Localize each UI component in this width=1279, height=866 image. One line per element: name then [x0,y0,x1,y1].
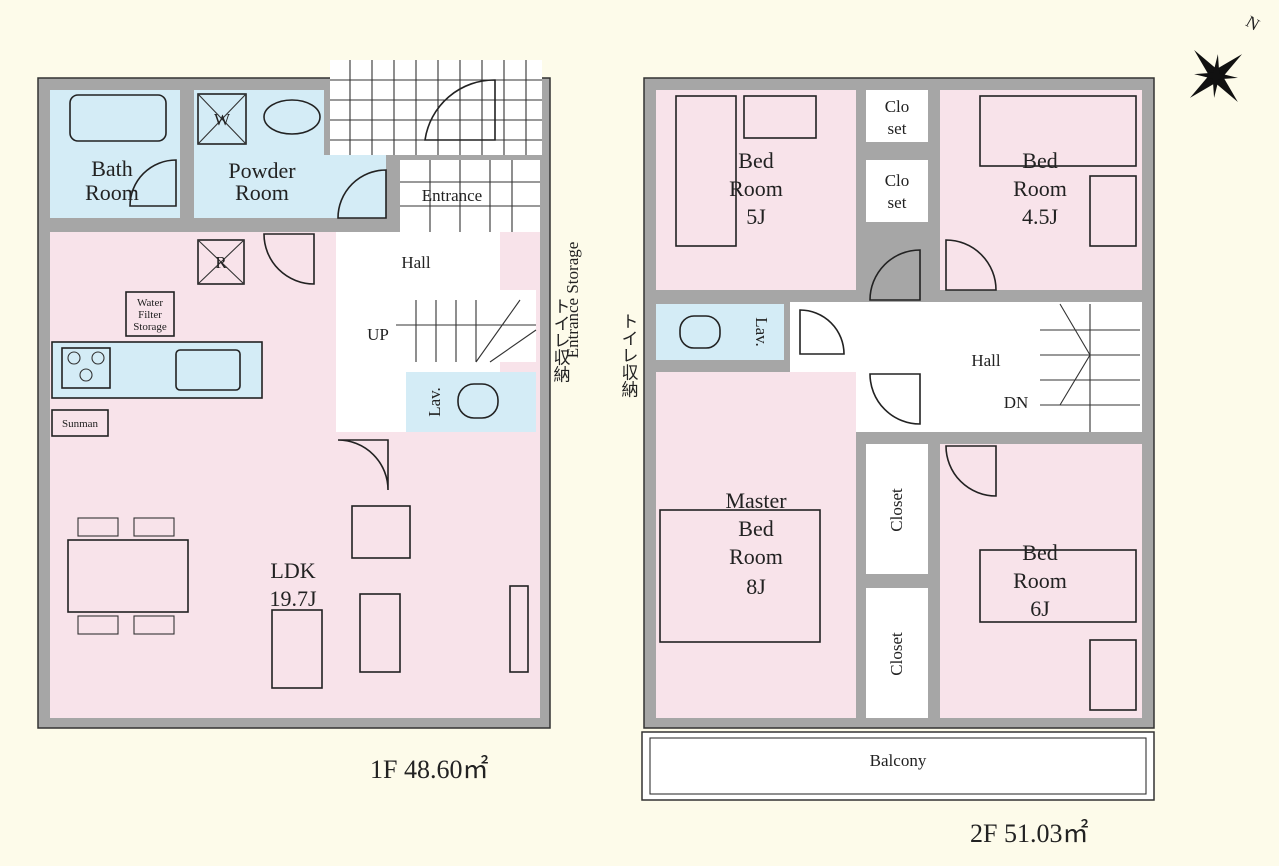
bed-5j [675,95,737,247]
floor-2: Bed Room 5J Clo set Clo set Bed Room 4.5… [619,77,1155,848]
svg-text:6J: 6J [1030,596,1050,621]
label-lav-2f: Lav. [752,317,771,347]
svg-text:Room: Room [85,180,139,205]
label-lav-1f: Lav. [425,387,444,417]
svg-text:Room: Room [235,180,289,205]
label-ldk: LDK [270,558,315,583]
label-closet-a: Clo [885,97,910,116]
svg-text:4.5J: 4.5J [1022,204,1059,229]
compass-icon: N [1189,12,1263,103]
bathtub [69,94,167,142]
svg-text:Room: Room [729,176,783,201]
stove [61,347,111,389]
label-hall-2f: Hall [971,351,1001,370]
bed-room-5j [656,90,856,290]
closet-c [866,444,928,574]
svg-text:Room: Room [729,544,783,569]
floor2-area: 2F 51.03㎡ [970,819,1088,848]
master-bed-room [656,372,856,718]
svg-text:8J: 8J [746,574,766,599]
sunroom-box [51,409,109,437]
label-toilet-storage-1f: トイレ収納 [551,298,571,384]
label-washer: W [214,110,231,129]
entrance [400,160,540,232]
label-toilet-storage-2f: トイレ収納 [619,313,639,399]
label-closet-d: Closet [887,632,906,676]
label-closet-c: Closet [887,488,906,532]
label-master: Master [725,488,787,513]
cabinet [509,585,529,673]
closet-a [866,90,928,142]
label-entrance-storage: Entrance Storage [563,242,582,359]
label-bed-45j: Bed [1022,148,1057,173]
label-water-storage: Water [137,297,163,309]
closet-b [866,160,928,222]
svg-text:19.7J: 19.7J [269,586,317,611]
label-powder: Powder [228,158,296,183]
toilet-1f [406,372,536,432]
tv-stand [351,505,411,559]
label-fridge: R [215,253,227,272]
balcony [641,731,1155,801]
water-storage [125,291,175,337]
label-closet-b: Clo [885,171,910,190]
kitchen-sink [175,349,241,391]
label-sunroom: Sunman [62,418,99,430]
label-up: UP [367,325,389,344]
svg-text:Filter: Filter [138,309,162,321]
svg-text:Storage: Storage [133,321,167,333]
bed-room-45j [940,90,1142,290]
sofa-table [359,593,401,673]
dining-table [67,539,189,613]
label-bed-6j: Bed [1022,540,1057,565]
bed-6j [979,549,1137,623]
bed-room-6j [940,444,1142,718]
svg-text:Bed: Bed [738,516,773,541]
label-balcony: Balcony [870,751,927,770]
entrance-tiles [400,160,540,232]
label-entrance: Entrance [422,186,482,205]
sofa [271,609,323,689]
stairs-1f [396,290,536,362]
label-dn: DN [1004,393,1029,412]
label-bed-5j: Bed [738,148,773,173]
bed-master [659,509,821,643]
fridge [197,239,245,285]
svg-text:set: set [888,119,907,138]
svg-text:Room: Room [1013,568,1067,593]
powder-room [194,90,324,218]
label-bath: Bath [91,156,133,181]
porch [330,60,542,155]
washer [197,93,247,145]
closet-d [866,588,928,718]
compass-north: N [1243,12,1263,35]
toilet-1f-fixture [457,383,499,419]
svg-text:Room: Room [1013,176,1067,201]
bath-room [50,90,180,218]
label-hall-1f: Hall [401,253,431,272]
floor1-area: 1F 48.60㎡ [370,755,488,784]
svg-text:5J: 5J [746,204,766,229]
floor-1: Bath Room Powder Room W R Water Filter S… [37,60,582,784]
svg-text:set: set [888,193,907,212]
sink [263,99,321,135]
bed-45j [979,95,1137,167]
door-swing [337,439,389,491]
